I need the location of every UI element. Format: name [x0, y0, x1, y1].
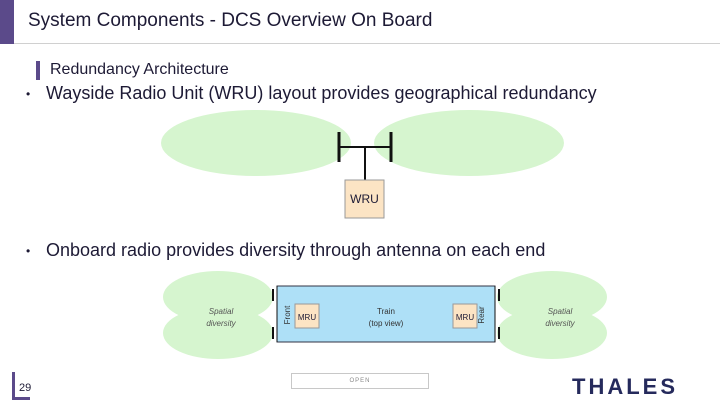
page-title: System Components - DCS Overview On Boar…: [28, 10, 433, 31]
diversity-right-line1: Spatial: [548, 307, 573, 316]
coverage-front-bottom: [163, 307, 273, 359]
diversity-left-line1: Spatial: [209, 307, 234, 316]
bullet-dot: •: [26, 244, 31, 258]
coverage-area-right: [374, 110, 564, 176]
diversity-left-line2: diversity: [206, 319, 236, 328]
title-accent-bar: [0, 0, 14, 44]
title-divider: [14, 43, 720, 44]
coverage-area-left: [161, 110, 351, 176]
mru-front-label: MRU: [298, 313, 316, 322]
rear-label: Rear: [477, 306, 486, 324]
page-number-bracket: [12, 372, 30, 400]
classification-label: OPEN: [291, 373, 429, 389]
wru-label: WRU: [350, 192, 379, 206]
mru-rear-box: [452, 303, 478, 329]
train-label-line2: (top view): [369, 319, 404, 328]
section-subtitle: Redundancy Architecture: [50, 61, 229, 78]
thales-logo: THALES: [572, 374, 678, 399]
wru-box: [344, 179, 385, 219]
front-label: Front: [283, 305, 292, 324]
mru-front-box: [294, 303, 320, 329]
subtitle-accent-bar: [36, 61, 40, 80]
page-number: 29: [19, 382, 32, 394]
train-label-line1: Train: [377, 307, 395, 316]
bullet-dot: •: [26, 87, 31, 101]
coverage-rear-top: [497, 271, 607, 323]
mru-rear-label: MRU: [456, 313, 474, 322]
bullet-text: Onboard radio provides diversity through…: [46, 240, 546, 260]
bullet-text: Wayside Radio Unit (WRU) layout provides…: [46, 83, 597, 103]
coverage-rear-bottom: [497, 307, 607, 359]
diversity-right-line2: diversity: [545, 319, 575, 328]
coverage-front-top: [163, 271, 273, 323]
title-bar: System Components - DCS Overview On Boar…: [0, 0, 720, 44]
